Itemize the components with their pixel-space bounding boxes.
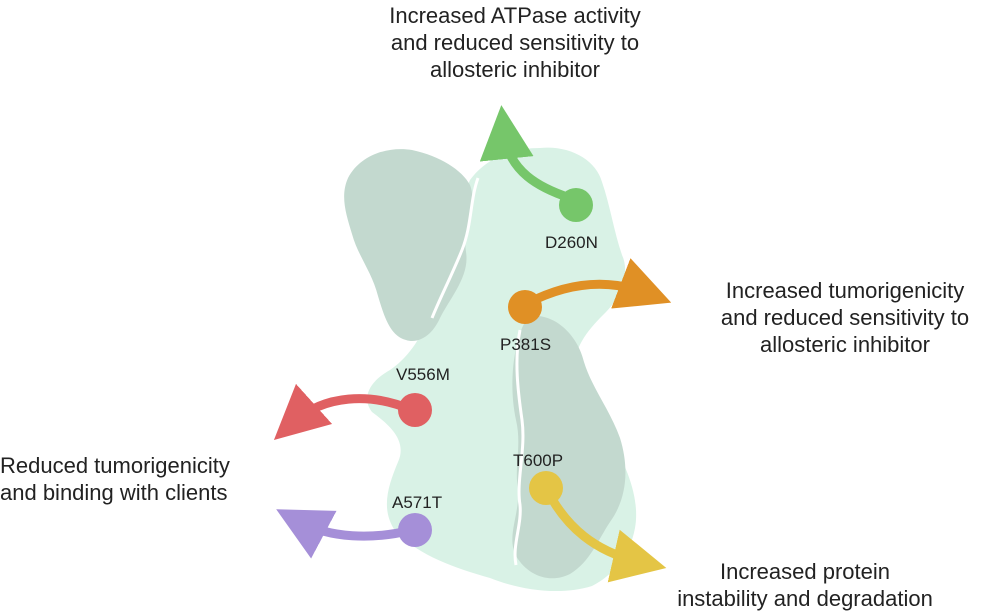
effect-right-line-3: allosteric inhibitor: [760, 332, 930, 357]
mutation-site-a571t: [398, 513, 432, 547]
mutation-site-p381s: [508, 290, 542, 324]
protein-lower-right-domain: [512, 315, 626, 579]
protein-crevice: [430, 177, 480, 319]
effect-left-line-2: and binding with clients: [0, 480, 228, 505]
effect-left-line-1: Reduced tumorigenicity: [0, 453, 230, 478]
protein-upper-left-domain: [344, 149, 473, 342]
mutation-site-t600p: [529, 471, 563, 505]
effect-top-line-1: Increased ATPase activity: [389, 3, 641, 28]
mutation-label-t600p: T600P: [513, 451, 563, 470]
mutation-site-d260n: [559, 188, 593, 222]
mutation-site-v556m: [398, 393, 432, 427]
effect-right-line-1: Increased tumorigenicity: [725, 278, 965, 303]
effect-bottom-line-2: instability and degradation: [677, 586, 933, 611]
mutation-label-p381s: P381S: [500, 335, 551, 354]
protein-crevice-lower: [513, 329, 525, 566]
effect-right-line-2: and reduced sensitivity to: [720, 305, 970, 330]
effect-top-line-2: and reduced sensitivity to: [390, 30, 640, 55]
arrow-p381s: [521, 258, 672, 309]
arrow-d260n: [479, 105, 575, 203]
effect-caption-left: Reduced tumorigenicity and binding with …: [0, 452, 290, 506]
arrow-v556m: [273, 383, 417, 441]
effect-caption-bottom: Increased protein instability and degrad…: [640, 558, 970, 612]
effect-top-line-3: allosteric inhibitor: [430, 57, 600, 82]
effect-caption-top: Increased ATPase activity and reduced se…: [330, 2, 700, 83]
mutation-label-d260n: D260N: [545, 233, 598, 252]
mutation-label-v556m: V556M: [396, 365, 450, 384]
mutation-label-a571t: A571T: [392, 493, 442, 512]
effect-bottom-line-1: Increased protein: [720, 559, 890, 584]
effect-caption-right: Increased tumorigenicity and reduced sen…: [690, 277, 1000, 358]
